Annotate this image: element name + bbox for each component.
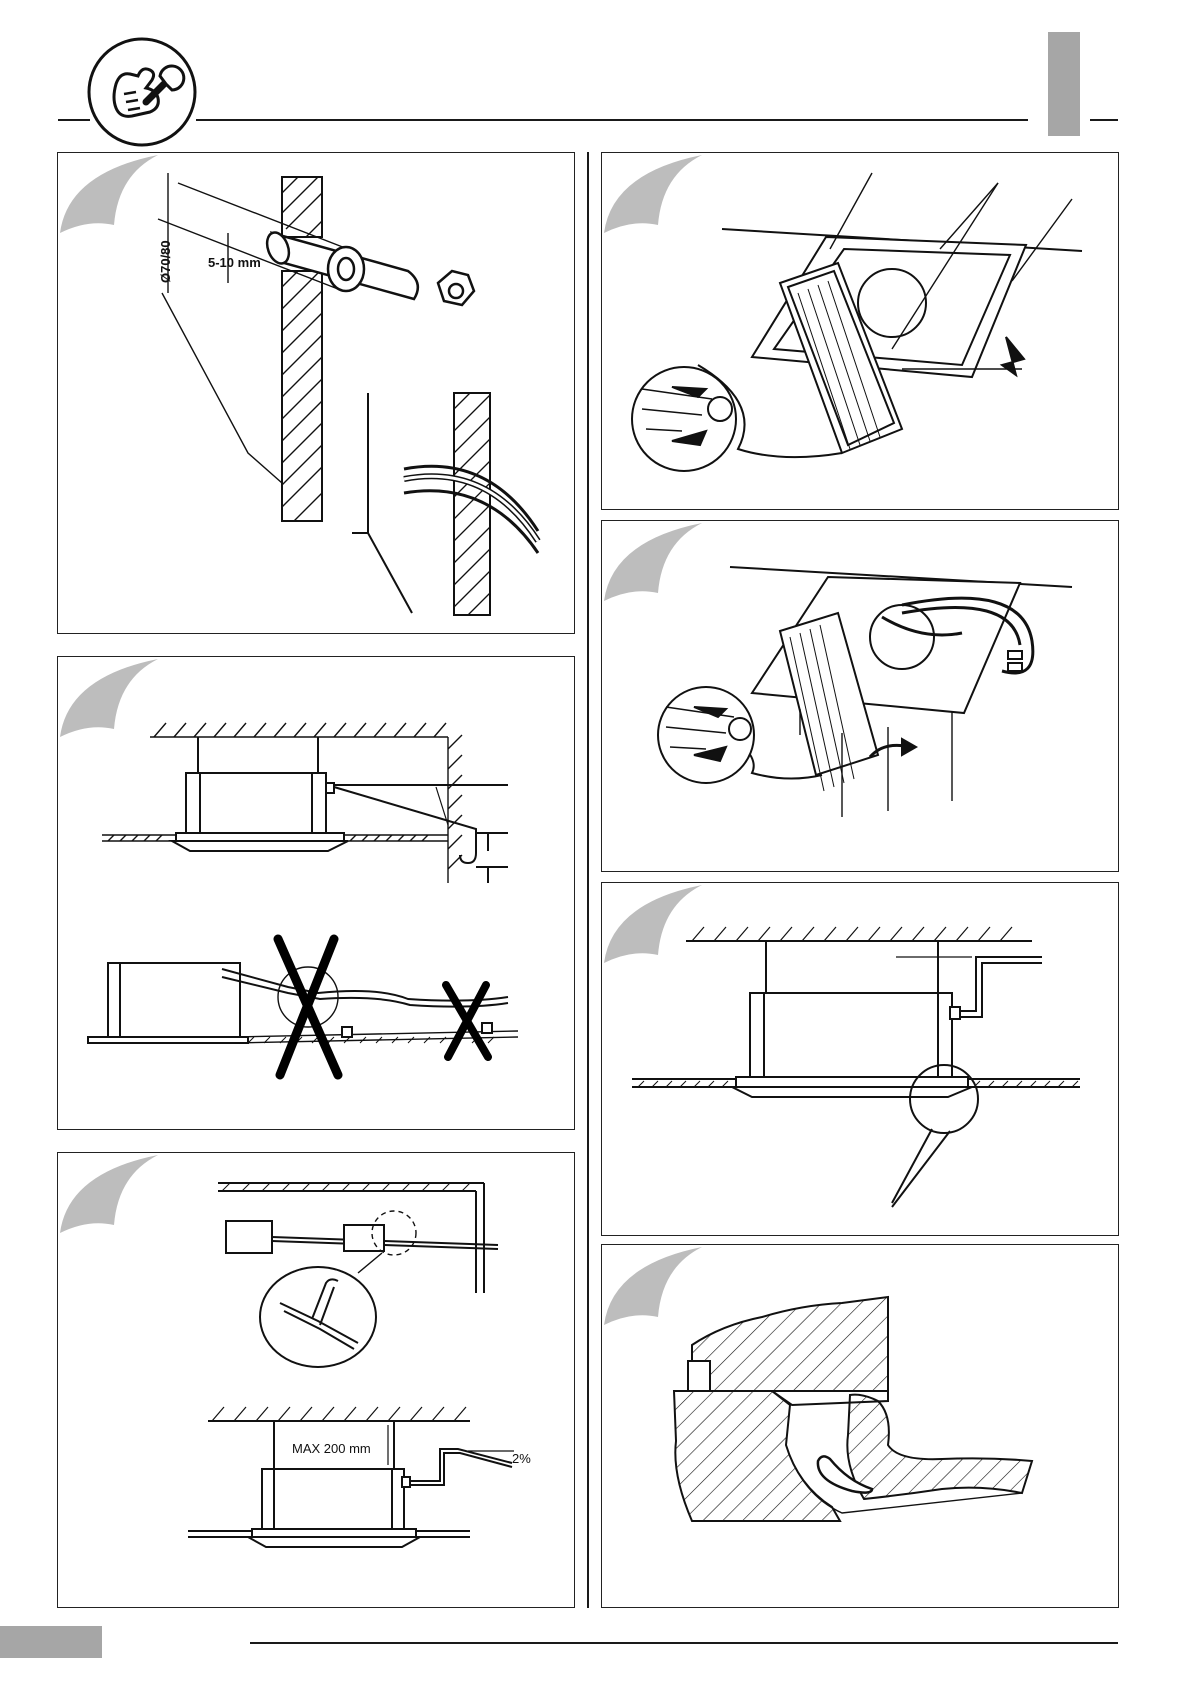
panel-detail-section xyxy=(601,1244,1119,1608)
corner-swoosh xyxy=(60,659,158,737)
header-rule-right xyxy=(1090,119,1118,121)
footer-rule xyxy=(250,1642,1118,1644)
zoom-inset xyxy=(632,365,842,471)
corner-swoosh xyxy=(60,1155,158,1233)
dimension-lines xyxy=(158,173,358,483)
header-rule-left xyxy=(58,119,90,121)
pipe-through-wall xyxy=(352,393,538,615)
dimension-diameter: Ø70/80 xyxy=(158,240,173,283)
footer-tab xyxy=(0,1626,102,1658)
corner-swoosh xyxy=(604,1247,702,1325)
ceiling-unit-drawing xyxy=(632,927,1080,1207)
section-tab xyxy=(1048,32,1080,136)
header-rule xyxy=(196,119,1028,121)
corner-swoosh xyxy=(604,155,702,233)
wall-section xyxy=(282,177,322,521)
cassette-panel-drawing xyxy=(730,567,1072,817)
cross-section-drawing xyxy=(674,1297,1032,1521)
panel-drain-join: MAX 200 mm 2% xyxy=(57,1152,575,1608)
side-view-drawing xyxy=(188,1407,514,1547)
cross-mark-2 xyxy=(446,985,488,1057)
top-view-drawing xyxy=(218,1183,498,1367)
panel-grille-open xyxy=(601,152,1119,510)
panel-wall-hole: Ø70/80 5-10 mm xyxy=(57,152,575,634)
cassette-unit xyxy=(172,737,348,851)
drain-pipe xyxy=(326,783,508,883)
corner-swoosh xyxy=(604,523,702,601)
wall-sleeve xyxy=(263,230,418,299)
corner-swoosh xyxy=(60,155,158,233)
cross-mark-1 xyxy=(278,939,338,1075)
max-height-label: MAX 200 mm xyxy=(292,1441,371,1456)
panel-grille-remove xyxy=(601,520,1119,872)
corner-swoosh xyxy=(604,885,702,963)
column-divider xyxy=(587,152,589,1608)
wall-nut xyxy=(438,271,474,305)
panel-ceiling-side xyxy=(601,882,1119,1236)
hand-wrench-icon xyxy=(86,36,198,148)
header-tool-badge xyxy=(86,36,198,148)
slope-label: 2% xyxy=(512,1451,531,1466)
dimension-gap: 5-10 mm xyxy=(208,255,261,270)
panel-drain-slope xyxy=(57,656,575,1130)
cassette-panel-drawing xyxy=(722,173,1082,453)
